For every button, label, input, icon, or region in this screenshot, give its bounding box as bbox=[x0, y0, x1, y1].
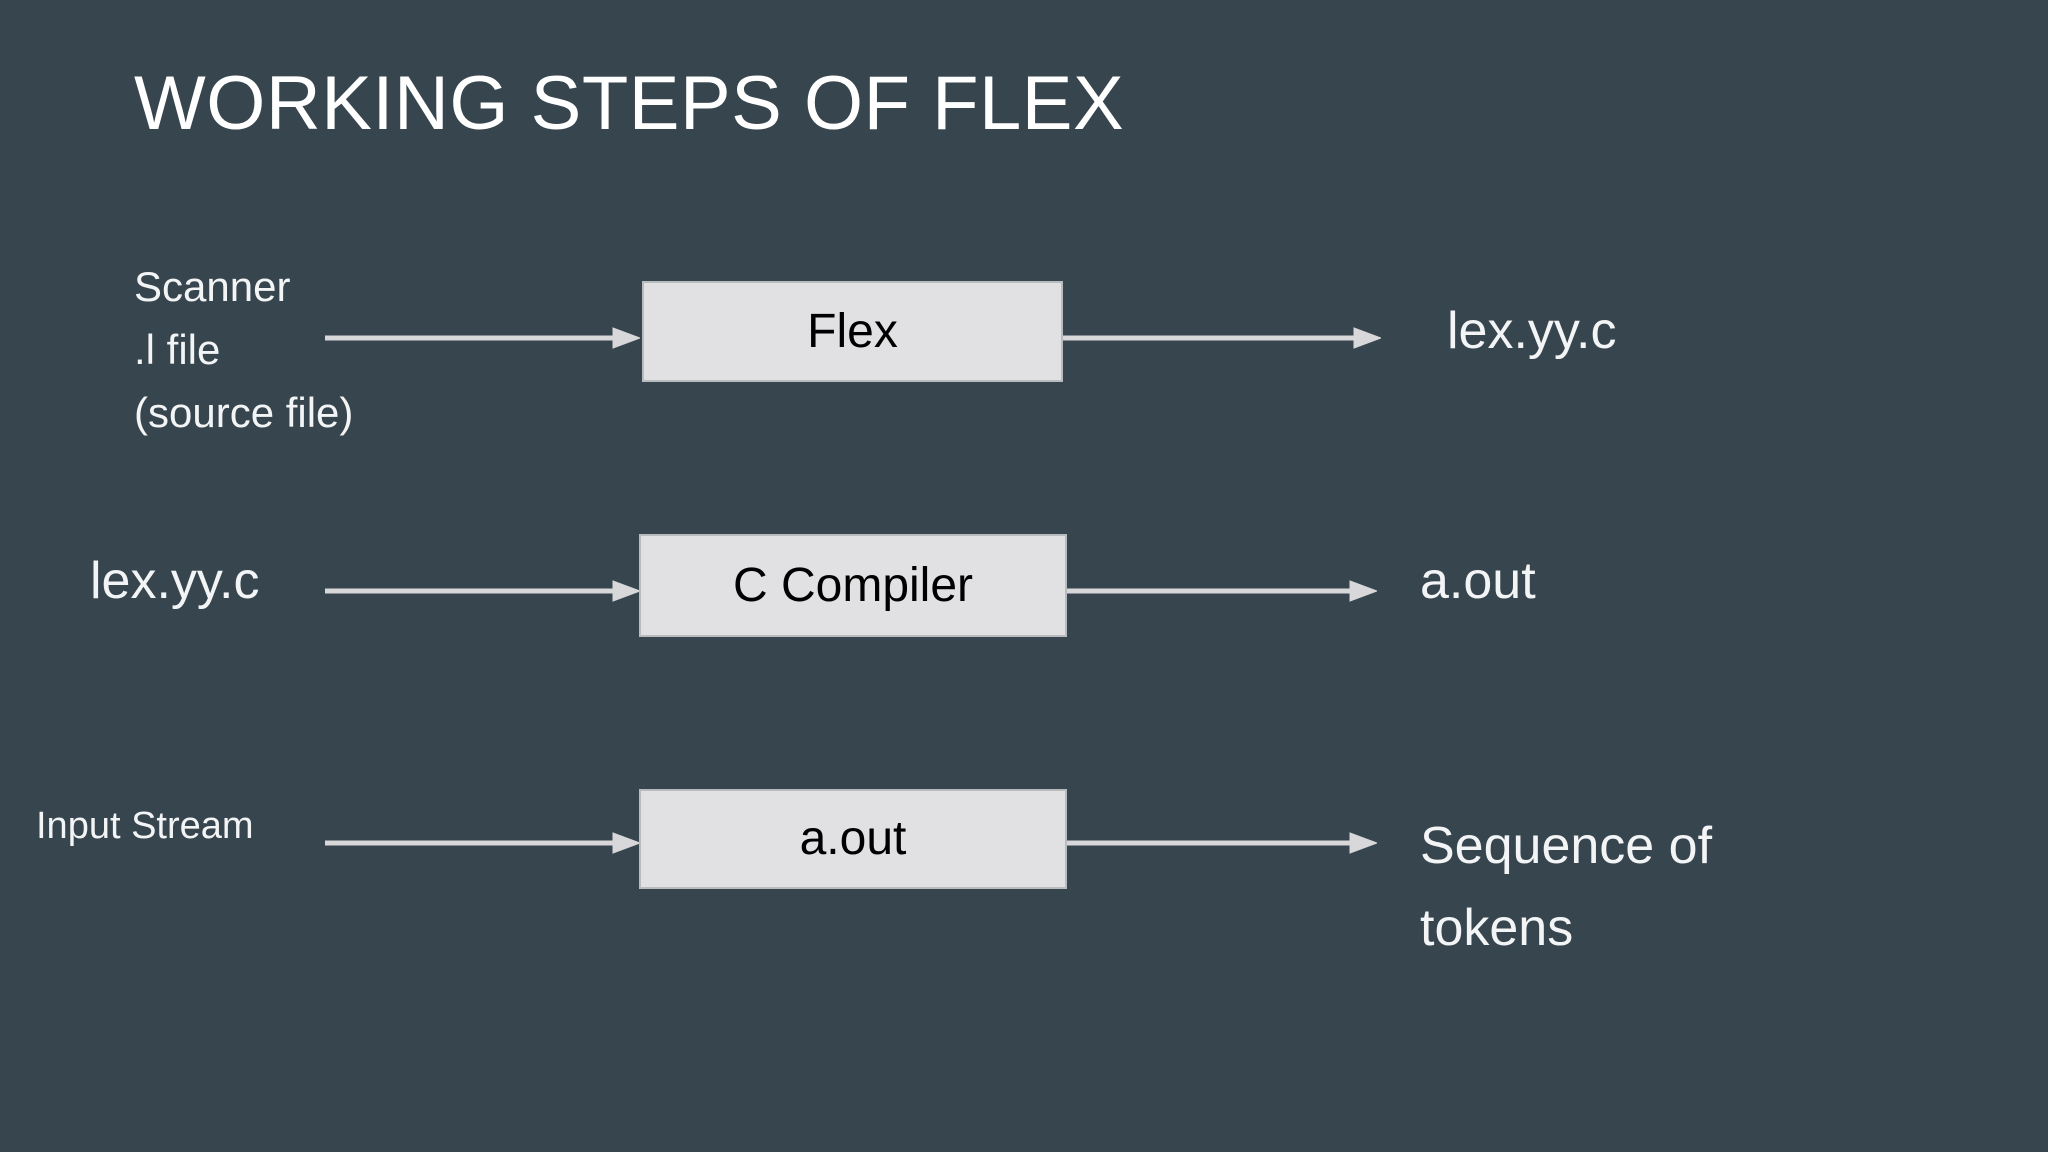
row-3-input-label: Input Stream bbox=[36, 805, 254, 847]
row-1-output-label: lex.yy.c bbox=[1447, 302, 1617, 360]
page-title: WORKING STEPS OF FLEX bbox=[134, 61, 1125, 146]
process-box-aout-label: a.out bbox=[799, 812, 907, 865]
row-2-output-label: a.out bbox=[1420, 552, 1536, 610]
process-box-c-compiler[interactable]: C Compiler bbox=[639, 534, 1067, 637]
arrow-scanner-to-flex bbox=[325, 325, 640, 351]
row-1-input-label: Scanner .l file (source file) bbox=[134, 263, 354, 436]
process-box-c-compiler-label: C Compiler bbox=[732, 558, 974, 612]
arrow-lexyyc-to-ccompiler bbox=[325, 578, 640, 604]
arrow-inputstream-to-aout bbox=[325, 830, 640, 856]
row-3-output-label: Sequence of tokens bbox=[1420, 817, 1713, 957]
row-2-input-label: lex.yy.c bbox=[90, 552, 260, 610]
arrow-ccompiler-to-aout bbox=[1067, 578, 1377, 604]
arrow-aout-to-sequence bbox=[1067, 830, 1377, 856]
arrow-flex-to-lexyyc bbox=[1063, 325, 1381, 351]
process-box-aout[interactable]: a.out bbox=[639, 789, 1067, 889]
process-box-flex[interactable]: Flex bbox=[642, 281, 1063, 382]
process-box-flex-label: Flex bbox=[807, 304, 898, 358]
